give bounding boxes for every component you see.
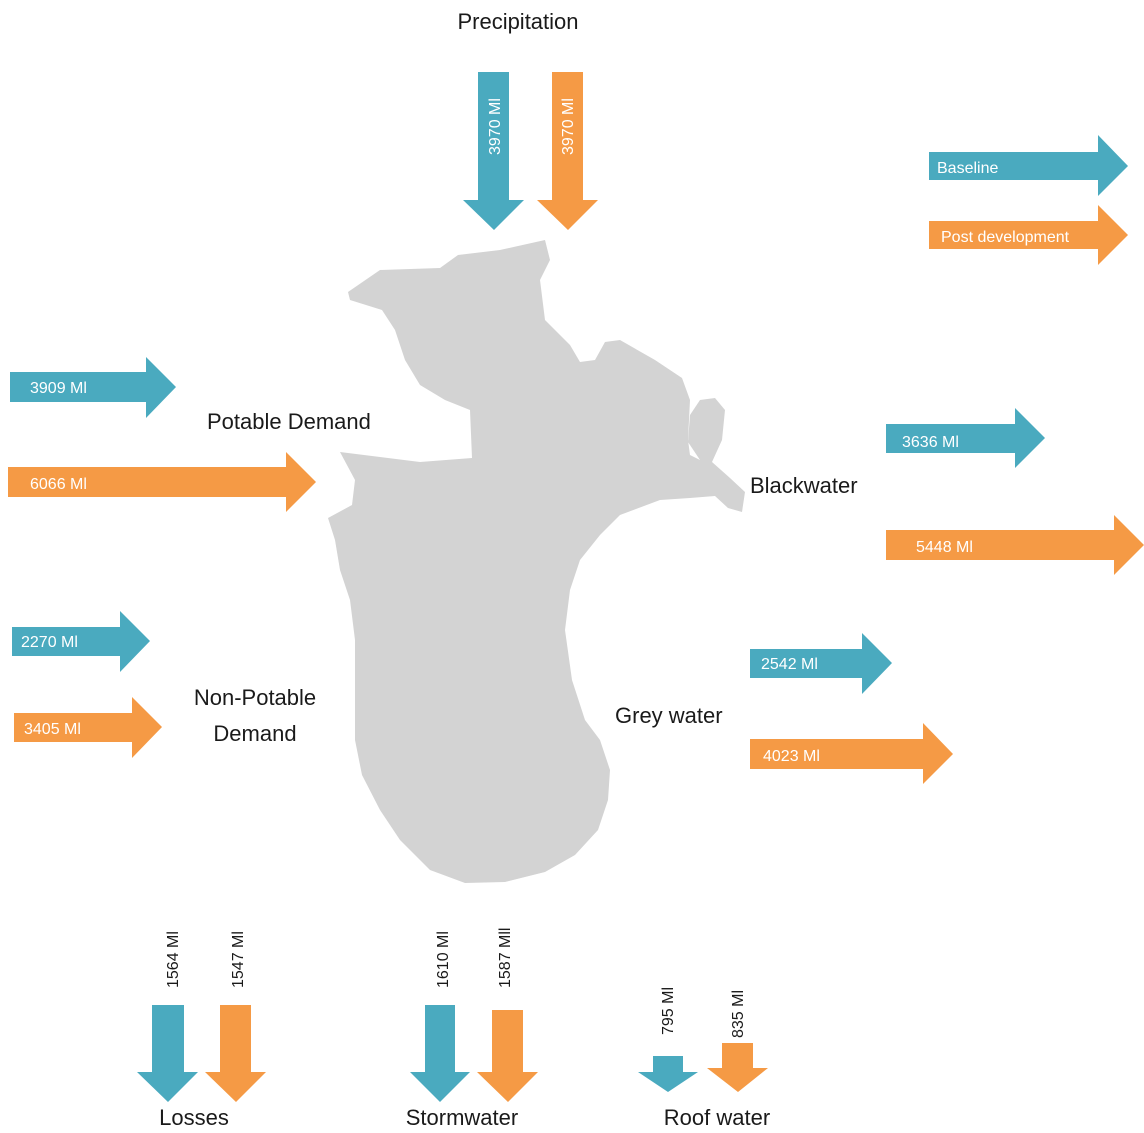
losses-baseline-arrow bbox=[137, 1005, 198, 1102]
non-potable-post-arrow bbox=[14, 697, 162, 758]
non-potable-label-line1: Non-Potable bbox=[194, 685, 316, 710]
blackwater-baseline-arrow bbox=[886, 408, 1045, 468]
precipitation-baseline-value: 3970 Ml bbox=[487, 98, 504, 155]
stormwater-baseline-value: 1610 Ml bbox=[435, 931, 452, 988]
non-potable-post-value: 3405 Ml bbox=[24, 721, 81, 738]
non-potable-label-line2: Demand bbox=[213, 721, 296, 746]
losses-post-value: 1547 Ml bbox=[230, 931, 247, 988]
precipitation-post-arrow bbox=[537, 72, 598, 230]
potable-baseline-arrow bbox=[10, 357, 176, 418]
stormwater-label: Stormwater bbox=[406, 1105, 518, 1130]
blackwater-label: Blackwater bbox=[750, 473, 858, 498]
roof-baseline-value: 795 Ml bbox=[660, 987, 677, 1035]
stormwater-baseline-arrow bbox=[410, 1005, 470, 1102]
precipitation-label: Precipitation bbox=[457, 9, 578, 34]
blackwater-baseline-value: 3636 Ml bbox=[902, 434, 959, 451]
grey-post-arrow bbox=[750, 723, 953, 784]
roof-water-label: Roof water bbox=[664, 1105, 770, 1130]
stormwater-post-arrow bbox=[477, 1010, 538, 1102]
losses-baseline-value: 1564 Ml bbox=[165, 931, 182, 988]
site-map-shape bbox=[328, 240, 745, 883]
losses-post-arrow bbox=[205, 1005, 266, 1102]
stormwater-post-value: 1587 Mll bbox=[497, 928, 514, 988]
potable-post-arrow bbox=[8, 452, 316, 512]
legend-baseline-text: Baseline bbox=[937, 160, 998, 177]
non-potable-baseline-value: 2270 Ml bbox=[21, 634, 78, 651]
blackwater-post-value: 5448 Ml bbox=[916, 539, 973, 556]
legend-post-arrow bbox=[929, 205, 1128, 265]
potable-baseline-value: 3909 Ml bbox=[30, 380, 87, 397]
roof-post-value: 835 Ml bbox=[730, 990, 747, 1038]
grey-post-value: 4023 Ml bbox=[763, 748, 820, 765]
potable-label: Potable Demand bbox=[207, 409, 371, 434]
non-potable-baseline-arrow bbox=[12, 611, 150, 672]
losses-label: Losses bbox=[159, 1105, 229, 1130]
potable-post-value: 6066 Ml bbox=[30, 476, 87, 493]
precipitation-post-value: 3970 Ml bbox=[560, 98, 577, 155]
roof-post-arrow bbox=[707, 1043, 768, 1092]
grey-water-label: Grey water bbox=[615, 703, 723, 728]
blackwater-post-arrow bbox=[886, 515, 1144, 575]
grey-baseline-arrow bbox=[750, 633, 892, 694]
legend-post-text: Post development bbox=[941, 229, 1070, 246]
roof-baseline-arrow bbox=[638, 1056, 698, 1092]
precipitation-baseline-arrow bbox=[463, 72, 524, 230]
grey-baseline-value: 2542 Ml bbox=[761, 656, 818, 673]
legend-baseline-arrow bbox=[929, 135, 1128, 196]
